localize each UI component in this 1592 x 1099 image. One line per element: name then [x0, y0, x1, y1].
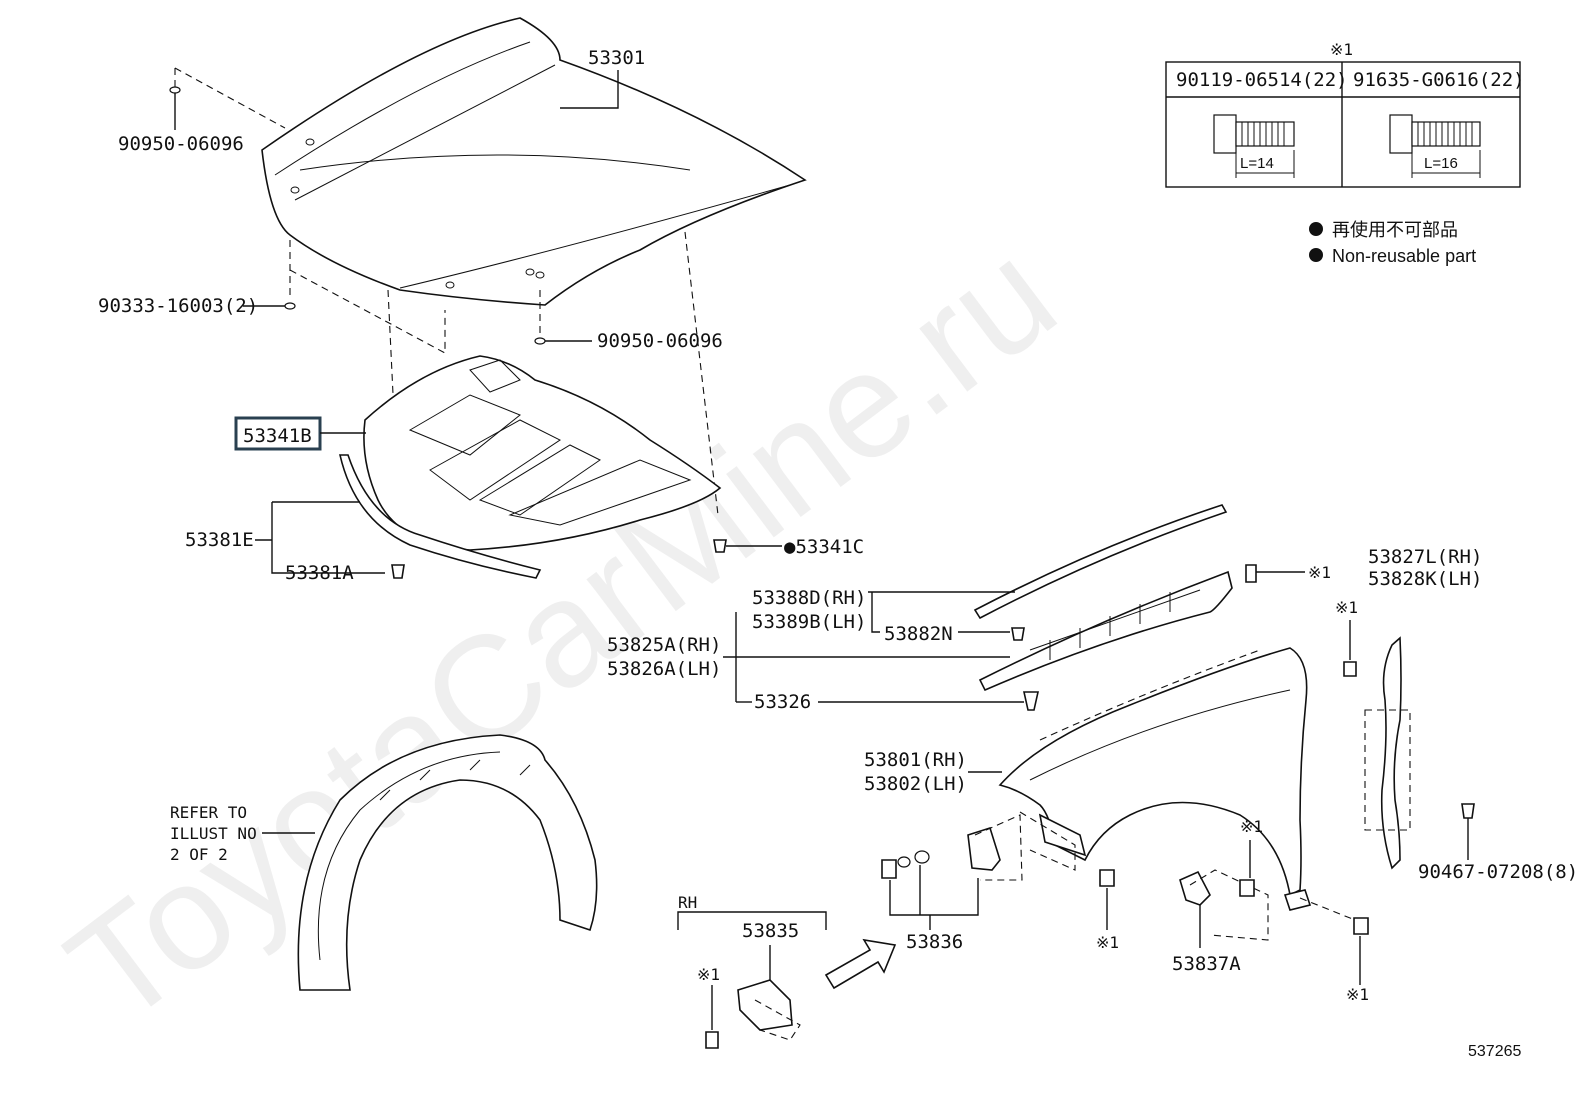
- fender-brace[interactable]: [1380, 636, 1402, 870]
- bolt-lower-mid-icon: [1099, 869, 1115, 887]
- bracket-a-bolt-icon: [705, 1031, 719, 1049]
- label-grommet-top: 90950-06096: [118, 133, 244, 155]
- legend-bolt1-length: L=14: [1240, 155, 1274, 172]
- label-brace-rh: 53827L(RH): [1368, 546, 1482, 568]
- label-bracket-c: 53837A: [1172, 953, 1241, 975]
- bracket-c-bolt-icon: [1239, 879, 1255, 897]
- label-seal: 53381A: [285, 562, 354, 584]
- note-b: ※1: [1335, 598, 1358, 617]
- legend-bolt2-code: 91635-G0616(22): [1353, 69, 1525, 91]
- label-fender-seal-lh: 53389B(LH): [752, 611, 866, 633]
- note-d: ※1: [1096, 933, 1119, 952]
- clip-bottom-icon: [1461, 803, 1475, 819]
- bracket-b-washer1-icon: [897, 856, 911, 868]
- label-fender-seal-rh: 53388D(RH): [752, 587, 866, 609]
- bracket-b[interactable]: [967, 826, 1001, 871]
- label-fender-seal-clip: 53882N: [884, 623, 953, 645]
- refer-line2: ILLUST NO: [170, 824, 257, 843]
- label-clip: ●53341C: [784, 536, 864, 558]
- label-seal-group: 53381E: [185, 529, 254, 551]
- fender-clip-icon: [1023, 691, 1039, 711]
- legend-nonreusable-en: Non-reusable part: [1332, 246, 1476, 266]
- label-fender-lh: 53802(LH): [864, 773, 967, 795]
- note-a: ※1: [1308, 563, 1331, 582]
- clip-53341c-icon: [713, 539, 727, 553]
- bracket-c[interactable]: [1179, 870, 1211, 906]
- note-f: ※1: [1346, 985, 1369, 1004]
- fender-rear-bracket[interactable]: [1283, 889, 1312, 911]
- hood-panel[interactable]: [261, 17, 807, 306]
- label-cushion: 90333-16003(2): [98, 295, 258, 317]
- refer-line1: REFER TO: [170, 803, 247, 822]
- diagram-id: 537265: [1468, 1043, 1521, 1060]
- fender-liner[interactable]: [978, 570, 1233, 692]
- cushion-icon: [284, 302, 296, 310]
- refer-line3: 2 OF 2: [170, 845, 228, 864]
- note-c: ※1: [697, 965, 720, 984]
- label-hood: 53301: [588, 47, 645, 69]
- legend-note-symbol: ※1: [1330, 40, 1353, 59]
- label-bracket-a: 53835: [742, 920, 799, 942]
- legend-bolt2-length: L=16: [1424, 155, 1458, 172]
- grommet-top-icon: [169, 86, 181, 94]
- label-liner-lh: 53826A(LH): [607, 658, 721, 680]
- grommet-mid-icon: [534, 337, 546, 345]
- bracket-b-bolt-icon: [881, 859, 897, 879]
- bolt-right-icon: [1343, 661, 1357, 677]
- legend-nonreusable-jp: 再使用不可部品: [1332, 220, 1458, 240]
- label-rh: RH: [678, 893, 697, 912]
- label-bracket-b: 53836: [906, 931, 963, 953]
- bracket-a[interactable]: [737, 979, 793, 1031]
- legend-bolt1-code: 90119-06514(22): [1176, 69, 1348, 91]
- label-fender-clip: 53326: [754, 691, 811, 713]
- bracket-b-washer2-icon: [914, 850, 930, 864]
- nonreusable-dot-icon-2: [1309, 248, 1323, 262]
- seal-clip-icon: [391, 564, 405, 579]
- fender-lower-bracket[interactable]: [1038, 813, 1087, 857]
- hood-seal-strip[interactable]: [338, 454, 542, 579]
- label-insulator: 53341B: [243, 425, 312, 447]
- label-brace-lh: 53828K(LH): [1368, 568, 1482, 590]
- seal-clip-fender-icon: [1011, 627, 1025, 641]
- bolt-legend-table: [1165, 61, 1521, 188]
- label-grommet-mid: 90950-06096: [597, 330, 723, 352]
- label-liner-rh: 53825A(RH): [607, 634, 721, 656]
- nonreusable-dot-icon: [1309, 222, 1323, 236]
- bolt-lower-right-icon: [1353, 917, 1369, 935]
- front-fender[interactable]: [998, 647, 1308, 897]
- fender-seal-strip[interactable]: [973, 504, 1228, 620]
- label-clip-bottom: 90467-07208(8): [1418, 861, 1578, 883]
- note-e: ※1: [1240, 817, 1263, 836]
- bolt-top-icon: [1245, 564, 1257, 583]
- label-fender-rh: 53801(RH): [864, 749, 967, 771]
- direction-arrow: [824, 938, 897, 990]
- wheel-well-liner[interactable]: [297, 734, 598, 991]
